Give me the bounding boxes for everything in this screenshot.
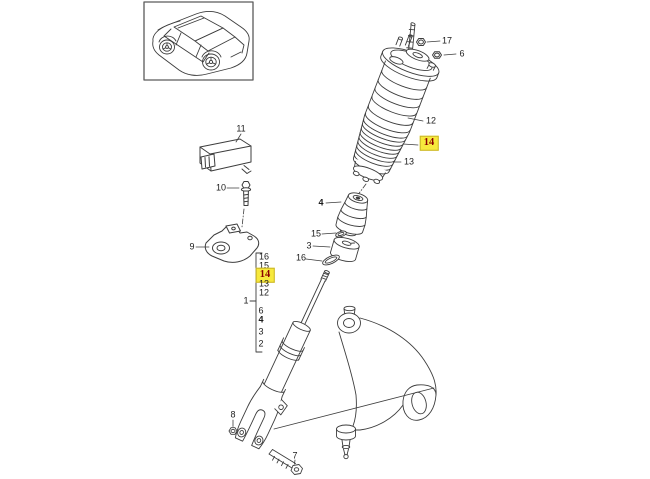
vehicle-overview-box <box>143 1 254 81</box>
car-wheel-front <box>159 39 175 55</box>
callout-6[interactable]: 6 <box>258 305 264 316</box>
control-arm-drawing <box>336 305 437 460</box>
sensor-bracket-drawing <box>204 223 260 263</box>
ball-joint-drawing <box>336 424 356 460</box>
callout-14[interactable]: 14 <box>419 135 439 151</box>
nut-8-drawing <box>228 427 238 435</box>
callout-13[interactable]: 13 <box>403 156 415 167</box>
callout-16[interactable]: 16 <box>258 251 270 262</box>
nut-17-drawing <box>416 38 426 46</box>
callout-15[interactable]: 15 <box>258 260 270 271</box>
callout-8[interactable]: 8 <box>230 409 236 420</box>
assembly-bracket <box>249 252 263 353</box>
callout-13[interactable]: 13 <box>258 278 270 289</box>
callout-14[interactable]: 14 <box>255 267 275 283</box>
buffer-stop-drawing <box>335 192 369 237</box>
support-mount-drawing <box>330 236 360 263</box>
car-icon <box>152 11 250 76</box>
callout-6[interactable]: 6 <box>459 48 465 59</box>
callout-11[interactable]: 11 <box>236 123 246 134</box>
callout-12[interactable]: 12 <box>425 115 437 126</box>
o-ring-drawing <box>322 254 340 266</box>
leader-lines <box>195 40 457 465</box>
car-wheel-rear <box>202 53 220 71</box>
callout-7[interactable]: 7 <box>292 450 298 461</box>
callout-4[interactable]: 4 <box>258 314 264 325</box>
bolt-10-drawing <box>240 181 252 206</box>
nut-6-drawing <box>432 51 442 59</box>
bolt-7-drawing <box>268 449 303 475</box>
control-unit-drawing <box>199 138 252 174</box>
callout-4[interactable]: 4 <box>318 197 324 208</box>
callout-3[interactable]: 3 <box>258 326 264 337</box>
shock-strut-drawing <box>234 270 330 450</box>
callout-9[interactable]: 9 <box>189 241 195 252</box>
air-spring-strut-drawing <box>352 22 442 184</box>
callout-3[interactable]: 3 <box>306 240 312 251</box>
callout-2[interactable]: 2 <box>258 338 264 349</box>
callout-1[interactable]: 1 <box>243 295 249 306</box>
callout-16[interactable]: 16 <box>295 252 307 263</box>
callout-15[interactable]: 15 <box>310 228 322 239</box>
callout-12[interactable]: 12 <box>258 287 270 298</box>
callout-10[interactable]: 10 <box>215 182 227 193</box>
callout-17[interactable]: 17 <box>441 35 453 46</box>
ring-15-drawing <box>335 230 347 238</box>
